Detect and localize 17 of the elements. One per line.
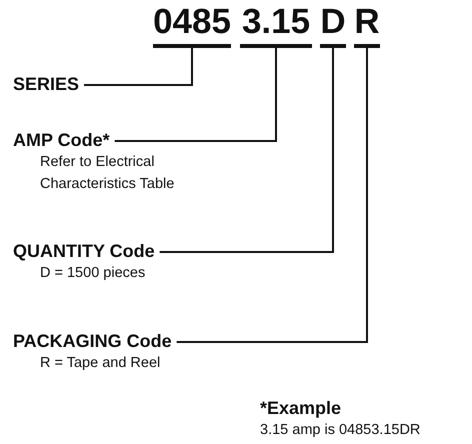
leader-line [160, 48, 334, 253]
field-name: PACKAGING Code [13, 330, 172, 352]
field-name: AMP Code* [13, 129, 110, 151]
leader-line [176, 48, 368, 343]
leader-line [114, 48, 277, 142]
field-description: R = Tape and Reel [40, 354, 162, 373]
field-name: QUANTITY Code [13, 240, 155, 262]
code-segment: 0485 [153, 4, 231, 48]
code-segment: D [320, 4, 346, 48]
leader-line [84, 48, 193, 86]
example-text: 3.15 amp is 04853.15DR [260, 422, 420, 438]
field-description: D = 1500 pieces [40, 264, 146, 283]
field-description: Refer to Electrical Characteristics Table [40, 153, 176, 194]
example-heading: *Example [260, 398, 342, 419]
code-segment: R [354, 4, 380, 48]
field-name: SERIES [13, 73, 80, 95]
code-segment: 3.15 [240, 4, 312, 48]
